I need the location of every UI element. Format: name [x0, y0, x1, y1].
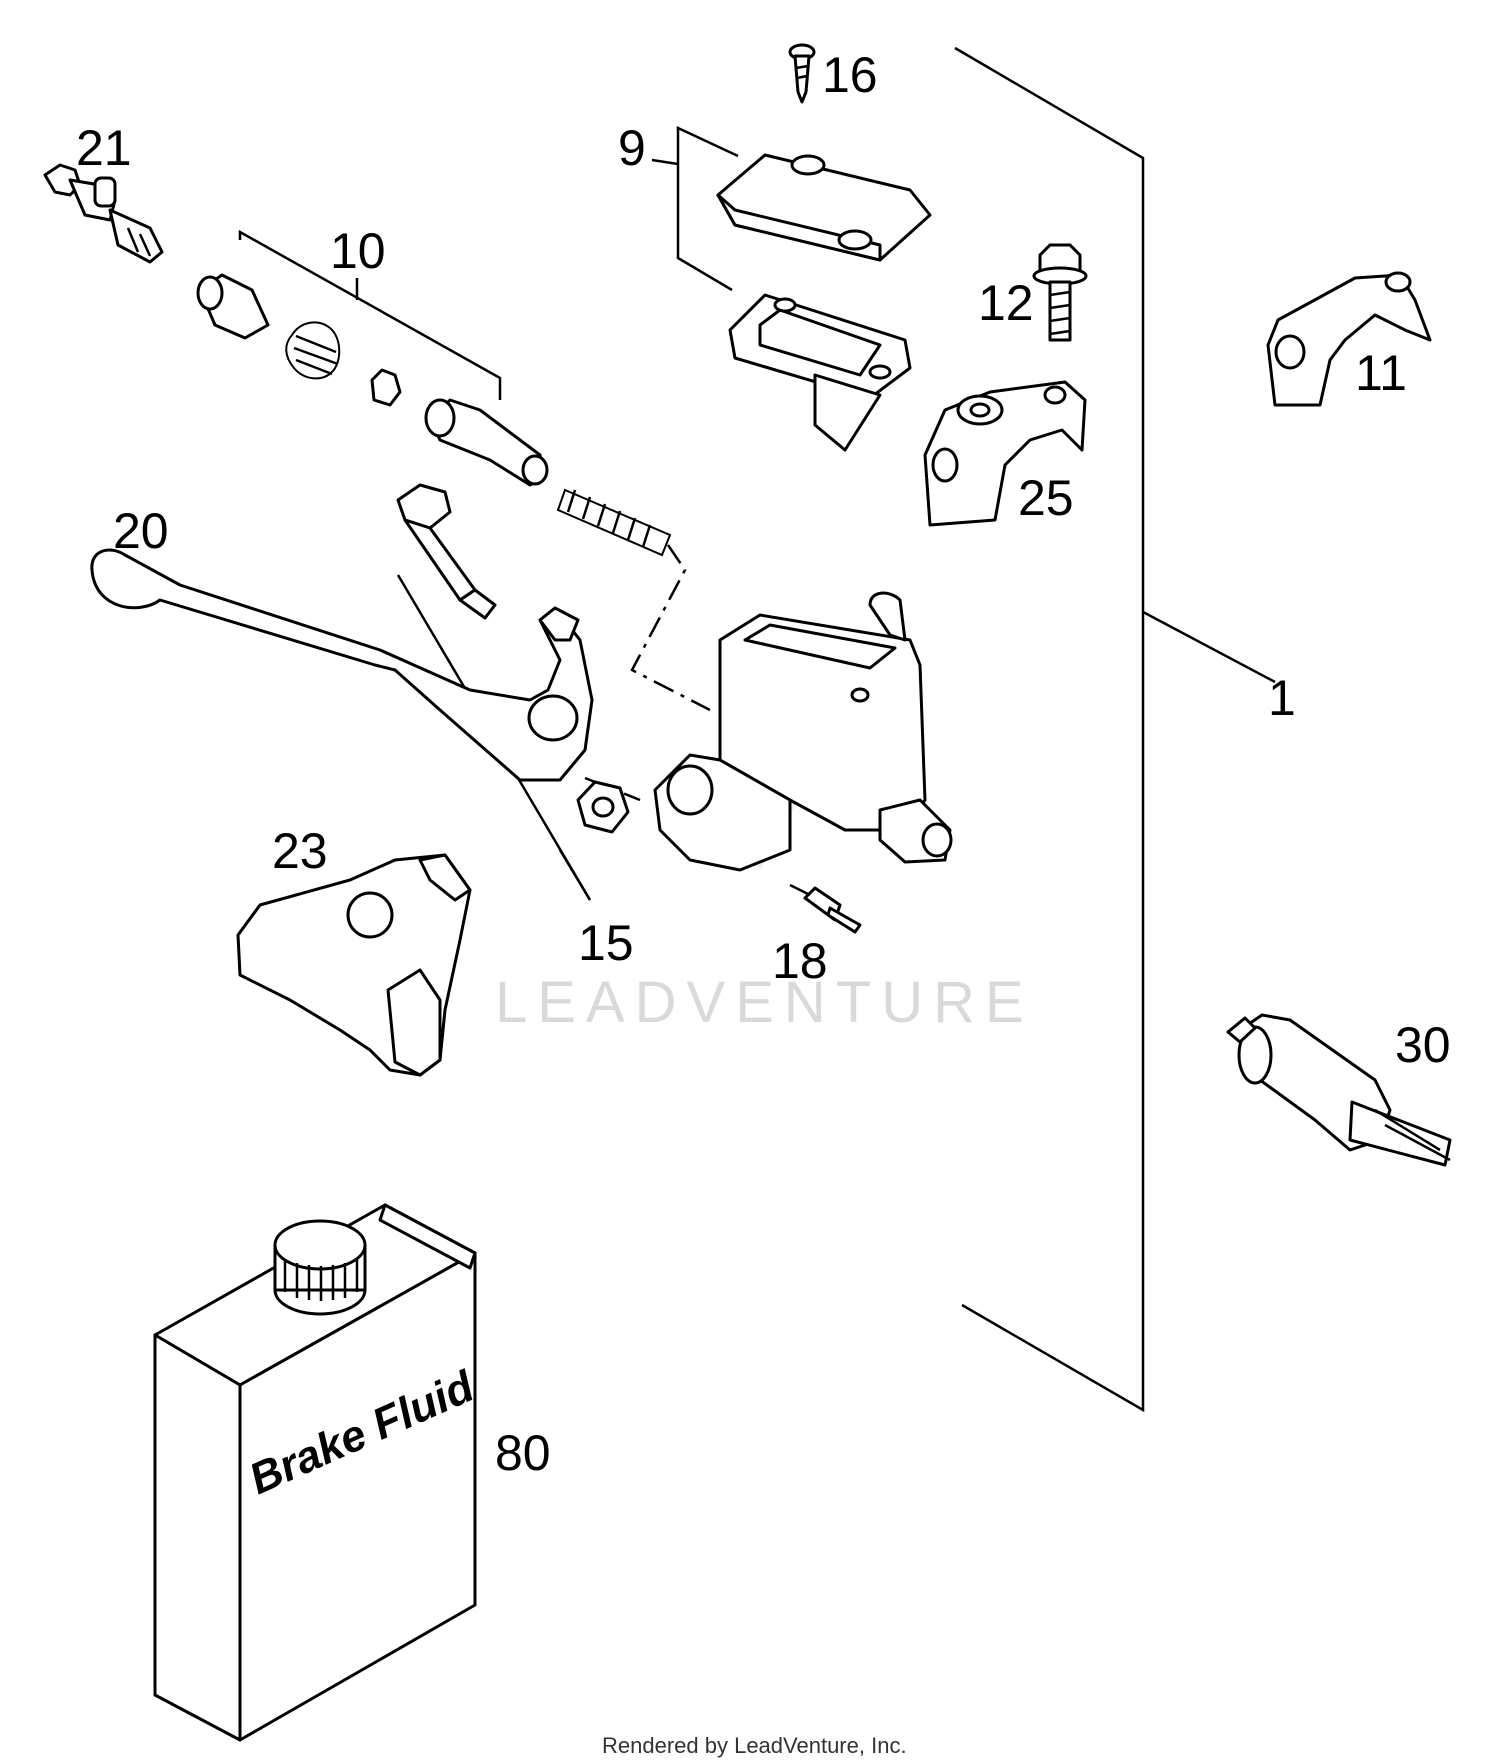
screw-16[interactable]: [788, 43, 816, 104]
label-21: 21: [76, 120, 132, 176]
assembly-bracket: [954, 46, 1276, 1413]
reservoir-gasket-9[interactable]: [728, 293, 912, 452]
label-30: 30: [1395, 1017, 1451, 1073]
pivot-bolt-15[interactable]: [396, 483, 497, 620]
label-25: 25: [1018, 470, 1074, 526]
master-cylinder-body[interactable]: [653, 591, 953, 872]
label-80: 80: [495, 1425, 551, 1481]
label-18: 18: [772, 933, 828, 989]
brake-fluid-bottle-80[interactable]: Brake Fluid: [153, 1203, 482, 1742]
adjuster-21[interactable]: [43, 163, 164, 264]
pivot-nut-15[interactable]: [576, 780, 630, 834]
piston-kit-10[interactable]: [196, 273, 549, 487]
bracket-10: [238, 229, 502, 400]
label-9: 9: [618, 120, 646, 176]
clamp-11[interactable]: [1266, 271, 1432, 407]
watermark-text: LEADVENTURE: [495, 970, 1034, 1035]
label-11: 11: [1355, 345, 1407, 401]
label-23: 23: [272, 823, 328, 879]
bracket-9: [651, 126, 739, 292]
label-1: 1: [1268, 670, 1296, 726]
label-12: 12: [978, 275, 1034, 331]
spring[interactable]: [556, 488, 672, 557]
footer-credit: Rendered by LeadVenture, Inc.: [602, 1733, 907, 1758]
bolt-12[interactable]: [1032, 243, 1088, 342]
lever-20[interactable]: [90, 548, 594, 782]
lever-cover-23[interactable]: [236, 853, 472, 1077]
clamp-25[interactable]: [923, 380, 1087, 527]
bar-end-30[interactable]: [1226, 1013, 1452, 1167]
label-16: 16: [822, 47, 878, 103]
reservoir-cover-9[interactable]: [716, 153, 932, 262]
callout-labels: 1 9 10 11 12 15 16 18 20 21 23 25 30 80: [76, 47, 1451, 1481]
label-10: 10: [330, 223, 386, 279]
label-15: 15: [578, 915, 634, 971]
bleeder-18[interactable]: [789, 883, 862, 934]
label-20: 20: [113, 503, 169, 559]
